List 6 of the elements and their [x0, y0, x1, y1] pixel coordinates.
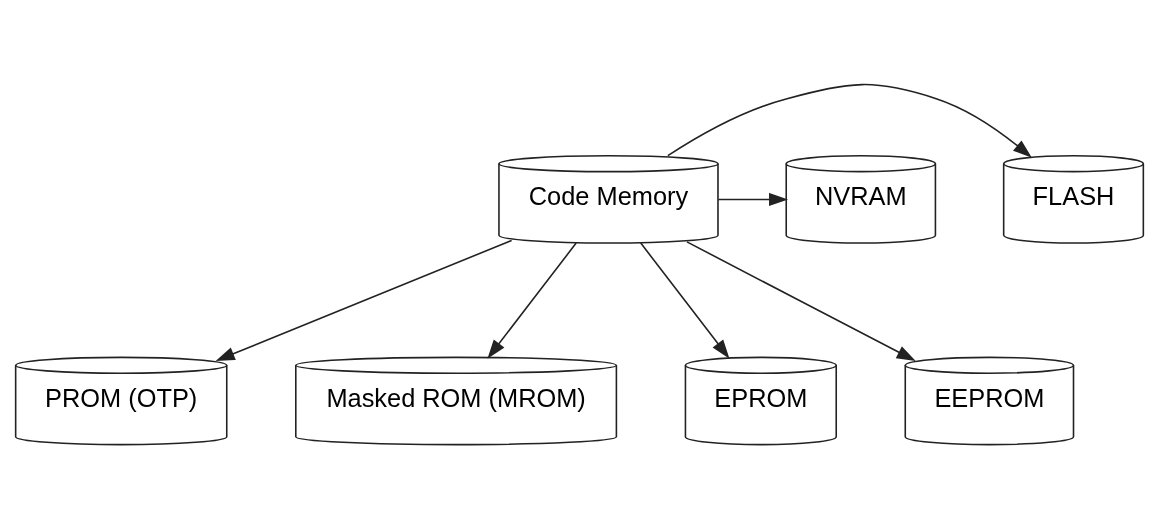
arrow: [215, 239, 513, 361]
arrow: [686, 241, 916, 362]
arrow: [487, 242, 577, 359]
arrow: [640, 242, 730, 359]
arrow: [717, 192, 789, 207]
arrow: [667, 83, 1032, 158]
